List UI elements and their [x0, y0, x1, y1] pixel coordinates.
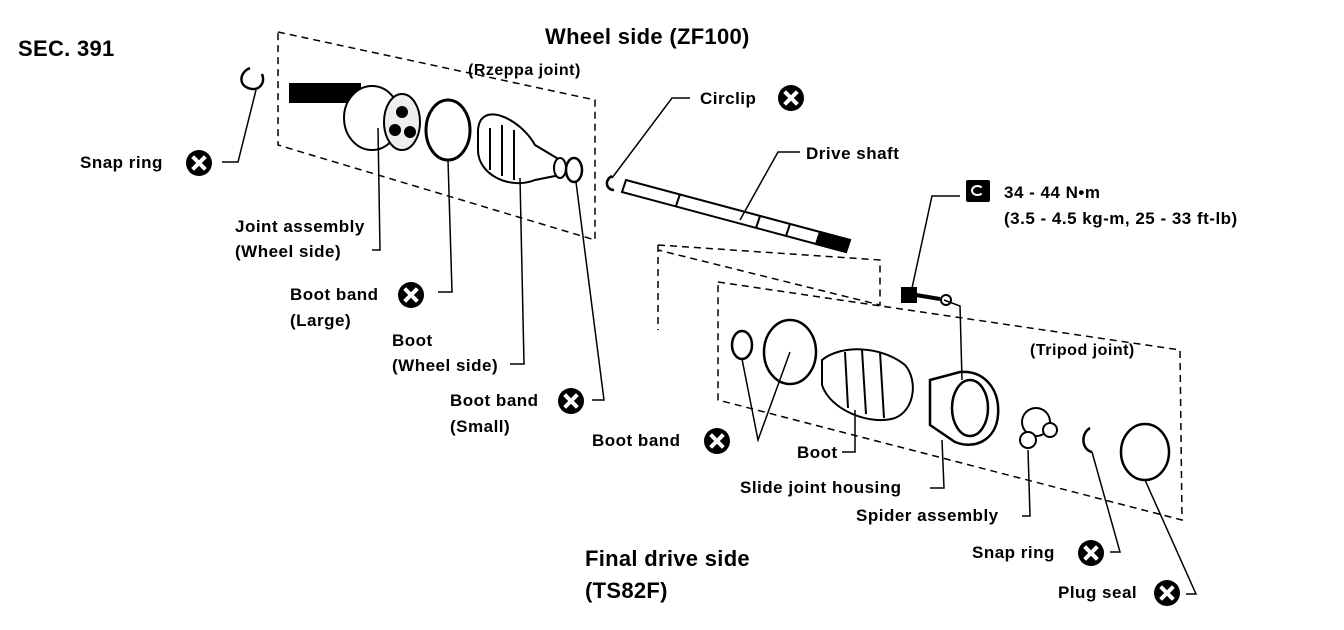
bolt-part: [901, 287, 952, 306]
spider-assembly-label: Spider assembly: [856, 506, 999, 525]
wheel-side-title: Wheel side (ZF100): [545, 24, 750, 49]
boot-band-large-sublabel: (Large): [290, 311, 352, 330]
slide-joint-housing-label: Slide joint housing: [740, 478, 902, 497]
final-drive-side-model: (TS82F): [585, 578, 668, 603]
snap-ring-final-part: [1082, 426, 1093, 454]
boot-band-small-part: [564, 156, 584, 184]
replace-part-icon: [1078, 540, 1104, 566]
replace-part-icon: [398, 282, 424, 308]
boot-band-small-sublabel: (Small): [450, 417, 511, 436]
torque-wrench-icon: [966, 180, 990, 202]
boot-final-part: [821, 348, 914, 422]
joint-assembly-part: [289, 83, 421, 151]
snap-ring-final-label: Snap ring: [972, 543, 1055, 562]
leader-lines: [372, 97, 1198, 595]
boot-wheel-label: Boot: [392, 331, 433, 350]
plug-seal-label: Plug seal: [1058, 583, 1138, 602]
torque-value: 34 - 44 N•m: [1004, 183, 1101, 202]
replace-part-icon: [186, 150, 212, 176]
circlip-label: Circlip: [700, 89, 757, 108]
boot-band-large-part: [424, 98, 472, 162]
boot-band-final-label: Boot band: [592, 431, 681, 450]
boot-wheel-sublabel: (Wheel side): [392, 356, 499, 375]
drive-shaft-part: [620, 178, 852, 254]
drive-shaft-label: Drive shaft: [806, 144, 900, 163]
circlip-part: [605, 174, 615, 192]
final-drive-side-title: Final drive side: [585, 546, 750, 571]
boot-band-large-label: Boot band: [290, 285, 379, 304]
slide-joint-housing-part: [928, 370, 1000, 446]
rzeppa-joint-label: (Rzeppa joint): [468, 62, 581, 79]
replace-part-icon: [1154, 580, 1180, 606]
replace-part-icon: [778, 85, 804, 111]
plug-seal-part: [1119, 422, 1171, 482]
final-drive-panels: [657, 244, 1183, 521]
snap-ring-wheel-label: Snap ring: [80, 153, 163, 172]
snap-ring-wheel-part: [222, 66, 265, 163]
wheel-side-panel: [277, 31, 596, 242]
section-number: SEC. 391: [18, 36, 115, 61]
tripod-joint-label: (Tripod joint): [1030, 342, 1135, 359]
replace-part-icon: [558, 388, 584, 414]
boot-band-small-label: Boot band: [450, 391, 539, 410]
boot-final-label: Boot: [797, 443, 838, 462]
joint-assembly-label: Joint assembly: [235, 217, 365, 236]
spider-assembly-part: [1019, 407, 1058, 449]
replace-part-icon: [704, 428, 730, 454]
boot-wheel-part: [477, 113, 567, 185]
joint-assembly-sublabel: (Wheel side): [235, 242, 342, 261]
torque-value-alt: (3.5 - 4.5 kg-m, 25 - 33 ft-lb): [1004, 209, 1238, 228]
